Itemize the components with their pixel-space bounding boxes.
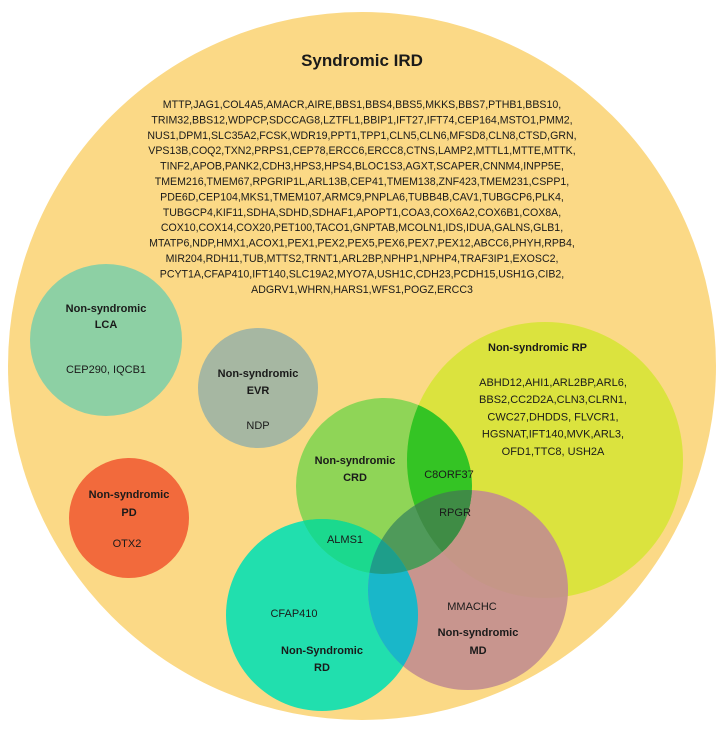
syndromic-gene-line: VPS13B,COQ2,TXN2,PRPS1,CEP78,ERCC6,ERCC8… xyxy=(148,145,575,157)
rd-label-line2: RD xyxy=(314,662,330,674)
gene-rpgr: RPGR xyxy=(439,507,471,519)
md-label-line2: MD xyxy=(469,645,486,657)
rp-gene-line: ABHD12,AHI1,ARL2BP,ARL6, xyxy=(479,377,627,389)
crd-rd-overlap xyxy=(296,519,418,574)
pd-label-line1: Non-syndromic xyxy=(89,489,170,501)
crd-label-line1: Non-syndromic xyxy=(315,455,396,467)
syndromic-gene-line: PCYT1A,CFAP410,IFT140,SLC19A2,MYO7A,USH1… xyxy=(160,268,564,280)
syndromic-gene-line: TMEM216,TMEM67,RPGRIP1L,ARL13B,CEP41,TME… xyxy=(155,176,569,188)
syndromic-gene-line: ADGRV1,WHRN,HARS1,WFS1,POGZ,ERCC3 xyxy=(251,284,473,296)
syndromic-gene-list: MTTP,JAG1,COL4A5,AMACR,AIRE,BBS1,BBS4,BB… xyxy=(147,99,576,296)
evr-genes: NDP xyxy=(246,420,269,432)
crd-md-overlap xyxy=(368,490,472,574)
lca-genes: CEP290, IQCB1 xyxy=(66,364,146,376)
gene-c8orf37: C8ORF37 xyxy=(424,469,474,481)
syndromic-gene-line: COX10,COX14,COX20,PET100,TACO1,GNPTAB,MC… xyxy=(161,222,563,234)
rp-gene-list: ABHD12,AHI1,ARL2BP,ARL6, BBS2,CC2D2A,CLN3… xyxy=(479,377,627,458)
diagram-title: Syndromic IRD xyxy=(301,51,423,70)
syndromic-gene-line: NUS1,DPM1,SLC35A2,FCSK,WDR19,PPT1,TPP1,C… xyxy=(147,130,576,142)
evr-circle xyxy=(198,328,318,448)
lca-label-line2: LCA xyxy=(95,319,118,331)
lca-label-line1: Non-syndromic xyxy=(66,303,147,315)
syndromic-gene-line: MIR204,RDH11,TUB,MTTS2,TRNT1,ARL2BP,NPHP… xyxy=(166,253,559,265)
gene-cfap410: CFAP410 xyxy=(270,608,317,620)
syndromic-gene-line: PDE6D,CEP104,MKS1,TMEM107,ARMC9,PNPLA6,T… xyxy=(160,191,564,203)
pd-genes: OTX2 xyxy=(113,538,142,550)
pd-label-line2: PD xyxy=(121,507,136,519)
crd-label-line2: CRD xyxy=(343,472,367,484)
evr-label-line2: EVR xyxy=(247,385,270,397)
syndromic-gene-line: TUBGCP4,KIF11,SDHA,SDHD,SDHAF1,APOPT1,CO… xyxy=(163,207,561,219)
rp-gene-line: BBS2,CC2D2A,CLN3,CLRN1, xyxy=(479,394,627,406)
syndromic-gene-line: TINF2,APOB,PANK2,CDH3,HPS3,HPS4,BLOC1S3,… xyxy=(160,161,564,173)
syndromic-gene-line: MTATP6,NDP,HMX1,ACOX1,PEX1,PEX2,PEX5,PEX… xyxy=(149,238,575,250)
syndromic-gene-line: MTTP,JAG1,COL4A5,AMACR,AIRE,BBS1,BBS4,BB… xyxy=(163,99,561,111)
rp-label: Non-syndromic RP xyxy=(488,342,587,354)
gene-mmachc: MMACHC xyxy=(447,601,497,613)
gene-alms1: ALMS1 xyxy=(327,534,363,546)
syndromic-gene-line: TRIM32,BBS12,WDPCP,SDCCAG8,LZTFL1,BBIP1,… xyxy=(151,114,572,126)
rp-gene-line: OFD1,TTC8, USH2A xyxy=(502,446,605,458)
evr-label-line1: Non-syndromic xyxy=(218,368,299,380)
rp-gene-line: HGSNAT,IFT140,MVK,ARL3, xyxy=(482,429,624,441)
lca-circle xyxy=(30,264,182,416)
rd-label-line1: Non-Syndromic xyxy=(281,645,363,657)
rp-gene-line: CWC27,DHDDS, FLVCR1, xyxy=(487,411,618,423)
md-label-line1: Non-syndromic xyxy=(438,627,519,639)
pd-circle xyxy=(69,458,189,578)
